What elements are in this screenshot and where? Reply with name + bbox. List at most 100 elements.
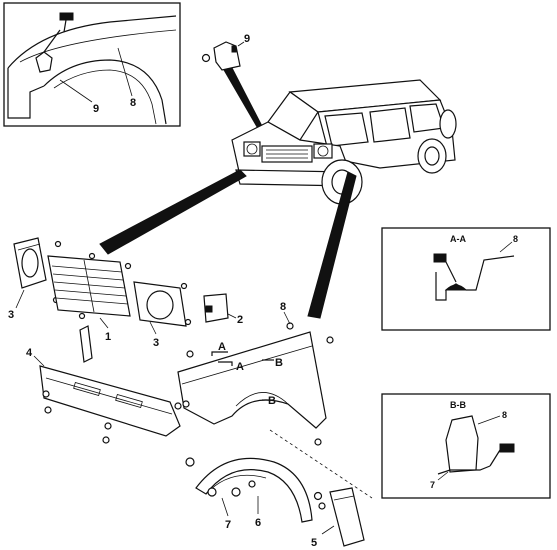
detail-a-a: A-A 8 xyxy=(381,227,551,331)
clip-9-part: 9 xyxy=(201,33,265,133)
clip-9-tab xyxy=(231,45,237,53)
inset-fender-crease xyxy=(19,29,177,63)
side-lamp-housing xyxy=(203,293,229,323)
callout-6: 6 xyxy=(255,517,261,529)
pointer-wedge-grille xyxy=(99,169,247,255)
detail-a-a-frame xyxy=(381,227,551,331)
mud-flap-body xyxy=(329,487,365,547)
callout-3-left: 3 xyxy=(8,309,14,321)
detail-a-a-profile xyxy=(435,255,515,301)
fender-wheel-arch xyxy=(235,392,289,407)
mud-flap-bolt-1 xyxy=(313,491,323,501)
liner-fastener-3 xyxy=(231,487,241,497)
detail-b-b-panel xyxy=(445,415,479,473)
bumper-bolt-2 xyxy=(44,406,52,414)
vehicle-spare-wheel xyxy=(439,109,457,139)
headlamp-bezel-right-frame xyxy=(133,281,187,327)
callout-4: 4 xyxy=(26,347,33,359)
leader-3-right xyxy=(149,321,157,335)
bezel-right-screw-2 xyxy=(184,318,192,326)
fender-bolt-4 xyxy=(182,400,190,408)
section-a-upper: A xyxy=(218,341,226,353)
detail-b-b-leader-8 xyxy=(477,415,501,425)
vehicle-rear-hub xyxy=(424,146,440,166)
grille-slat-3 xyxy=(53,281,126,289)
fender-bolt-2 xyxy=(286,322,294,330)
inset-callout-9: 9 xyxy=(93,103,99,115)
top-inset-frame xyxy=(3,2,181,127)
leader-7 xyxy=(221,497,229,517)
section-a-lower-mark xyxy=(218,361,233,366)
callout-3-right: 3 xyxy=(153,337,159,349)
side-lamp: 2 xyxy=(203,293,243,326)
leader-5 xyxy=(321,525,335,535)
bumper-slot-2 xyxy=(115,394,143,408)
inset-fender-top-edge xyxy=(7,15,177,69)
headlamp-bezel-left-frame xyxy=(13,237,47,289)
inset-clip-pointer xyxy=(43,29,61,53)
fender-panel xyxy=(177,331,327,429)
leader-4 xyxy=(33,355,45,367)
detail-a-a-tool-shaft xyxy=(445,261,457,283)
headlamp-bezel-right: 3 xyxy=(133,281,192,349)
inner-liner: 7 6 xyxy=(185,429,373,531)
pointer-wedge-fender xyxy=(307,171,357,319)
section-a-upper-mark xyxy=(211,351,228,356)
clip-9-pointer-wedge xyxy=(223,67,265,133)
liner-fastener-2 xyxy=(207,487,217,497)
leader-3-left xyxy=(15,289,25,309)
grille-slat-1 xyxy=(51,265,123,273)
mud-flap: 5 xyxy=(311,487,365,549)
inset-clip-body xyxy=(35,51,53,73)
detail-a-a-tool-handle xyxy=(433,253,447,263)
inset-wheel-arch xyxy=(43,59,167,125)
mud-flap-bolt-2 xyxy=(318,502,326,510)
headlamp-bezel-left: 3 xyxy=(8,237,62,321)
detail-b-b-leader-7 xyxy=(437,471,449,481)
fender-bolt-5 xyxy=(314,438,322,446)
front-bumper: 4 xyxy=(26,347,182,444)
callout-7: 7 xyxy=(225,519,231,531)
clip-9-leader xyxy=(237,41,245,47)
grille-screw-2 xyxy=(124,262,132,270)
front-fender: 8 A A B B xyxy=(177,301,334,446)
grille-screw-1 xyxy=(88,252,96,260)
callout-2: 2 xyxy=(237,314,243,326)
detail-b-b-title: B-B xyxy=(450,400,466,410)
section-b-upper: B xyxy=(275,357,283,369)
grille-screw-3 xyxy=(78,312,86,320)
radiator-grille: 1 xyxy=(47,252,132,363)
bumper-bolt-3 xyxy=(104,422,112,430)
liner-fastener-4 xyxy=(248,480,256,488)
grille-slat-2 xyxy=(52,273,124,281)
detail-a-a-title: A-A xyxy=(450,234,466,244)
inset-leader-8 xyxy=(117,47,133,97)
bumper-bolt-1 xyxy=(42,390,50,398)
grille-bracket xyxy=(79,325,93,363)
vehicle-rear-wheel xyxy=(417,138,447,174)
detail-a-a-leader-8 xyxy=(499,241,513,253)
vehicle-headlamp-left-lens xyxy=(246,143,258,155)
detail-b-b-label-7: 7 xyxy=(430,480,435,490)
detail-b-b-label-8: 8 xyxy=(502,410,507,420)
detail-a-a-clip xyxy=(444,284,468,291)
leader-1 xyxy=(99,317,109,329)
headlamp-bezel-right-opening xyxy=(146,290,174,320)
section-a-lower: A xyxy=(236,361,244,373)
liner-arch xyxy=(195,457,313,523)
guide-line-fender xyxy=(269,429,373,499)
callout-8: 8 xyxy=(280,301,286,313)
callout-5: 5 xyxy=(311,537,317,549)
inset-tool-shaft xyxy=(63,19,67,33)
inset-fender-front-edge xyxy=(7,68,45,119)
headlamp-bezel-left-opening xyxy=(21,248,39,278)
bumper-bolt-5 xyxy=(174,402,182,410)
section-b-lower: B xyxy=(268,395,276,407)
fender-crease xyxy=(181,345,313,385)
detail-a-a-label-8: 8 xyxy=(513,234,518,244)
bumper-slot-1 xyxy=(73,382,101,396)
vehicle-window-rear xyxy=(369,107,411,143)
inset-leader-9 xyxy=(59,79,93,103)
detail-b-b-tool-handle xyxy=(499,443,515,453)
